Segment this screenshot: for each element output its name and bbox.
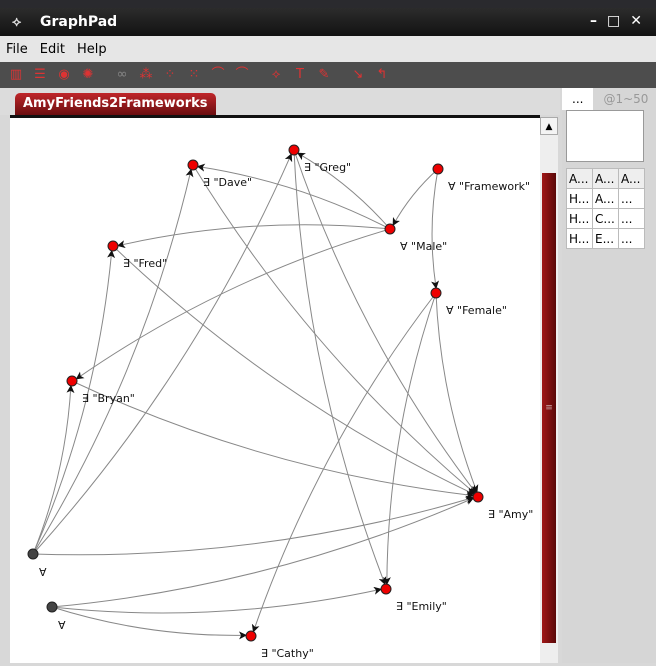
table-header[interactable]: A... [566, 168, 593, 189]
edge-greg-emily[interactable] [293, 149, 387, 586]
node-q2[interactable] [46, 601, 58, 613]
edge-framework-female[interactable] [431, 168, 439, 289]
align-icon[interactable]: ☰ [34, 67, 46, 82]
table-header[interactable]: A... [592, 168, 619, 189]
node-label-q1: ∀ [39, 566, 47, 579]
text-icon[interactable]: T [296, 67, 304, 82]
edge-q1-dave[interactable] [32, 168, 194, 555]
menu-edit[interactable]: Edit [39, 41, 65, 57]
table-cell[interactable]: ... [618, 208, 645, 229]
edge-q1-fred[interactable] [32, 249, 116, 555]
edge-greg-amy[interactable] [293, 149, 477, 494]
node-label-female: ∀ "Female" [446, 304, 507, 317]
menu-help[interactable]: Help [76, 41, 107, 57]
edge-female-amy[interactable] [435, 292, 479, 494]
node-label-fred: ∃ "Fred" [123, 257, 167, 270]
node-framework[interactable] [432, 163, 444, 175]
table-cell[interactable]: C... [592, 208, 619, 229]
tab-amyfriends2frameworks[interactable]: AmyFriends2Frameworks [15, 93, 216, 115]
node-emily[interactable] [380, 583, 392, 595]
right-panel: ... @1~50 A... A... A... H...A......H...… [562, 88, 656, 663]
properties-box [566, 110, 644, 162]
curve-icon[interactable]: ⌒ [211, 67, 225, 82]
table-header[interactable]: A... [618, 168, 645, 189]
node-label-bryan: ∃ "Bryan" [82, 392, 135, 405]
edit-icon[interactable]: ✎ [318, 67, 330, 82]
node-label-framework: ∀ "Framework" [448, 180, 530, 193]
layout-icon[interactable]: ▥ [9, 67, 23, 82]
edge-q1-greg[interactable] [32, 153, 293, 555]
table-row[interactable]: H...C...... [566, 208, 645, 229]
edge-q2-emily[interactable] [51, 586, 382, 614]
scroll-thumb[interactable]: ≡ [542, 173, 556, 643]
node-label-dave: ∃ "Dave" [203, 176, 252, 189]
target-icon[interactable]: ◉ [58, 67, 70, 82]
edge-female-cathy[interactable] [251, 292, 437, 633]
node-female[interactable] [430, 287, 442, 299]
edge-female-emily[interactable] [382, 292, 437, 586]
node-label-amy: ∃ "Amy" [488, 508, 533, 521]
curve2-icon[interactable]: ⌒ [235, 67, 249, 82]
group-icon[interactable]: ⁂ [139, 67, 153, 82]
edge-dave-amy[interactable] [192, 164, 476, 494]
node-dave[interactable] [187, 159, 199, 171]
table-cell[interactable]: A... [592, 188, 619, 209]
node-bryan[interactable] [66, 375, 78, 387]
edge-male-greg[interactable] [296, 152, 391, 230]
link-icon[interactable]: ∞ [116, 67, 128, 82]
edge-male-bryan[interactable] [75, 228, 391, 380]
node-q1[interactable] [27, 548, 39, 560]
tab-row: AmyFriends2Frameworks [0, 88, 560, 115]
right-tab-1[interactable]: ... [562, 88, 594, 110]
attributes-table: A... A... A... H...A......H...C......H..… [566, 168, 645, 249]
node-fred[interactable] [107, 240, 119, 252]
right-tab-2[interactable]: @1~50 [603, 92, 649, 106]
node-label-greg: ∃ "Greg" [304, 161, 351, 174]
edge-framework-male[interactable] [392, 168, 439, 226]
maximize-button[interactable]: □ [607, 13, 621, 29]
table-row[interactable]: H...E...... [566, 228, 645, 249]
node-label-cathy: ∃ "Cathy" [261, 647, 314, 660]
title-bar: ⟡ GraphPad – □ ✕ [0, 8, 656, 36]
node-label-male: ∀ "Male" [400, 240, 447, 253]
edge-q1-amy[interactable] [32, 495, 474, 556]
close-button[interactable]: ✕ [630, 13, 642, 29]
node-cathy[interactable] [245, 630, 257, 642]
toolbar: ▥ ☰ ◉ ✺ ∞ ⁂ ⁘ ⁙ ⌒ ⌒ ⟡ T ✎ ↘ ↰ [0, 62, 656, 88]
node-label-emily: ∃ "Emily" [396, 600, 447, 613]
screen-top-bar [0, 0, 656, 8]
table-row[interactable]: H...A...... [566, 188, 645, 209]
vertical-scrollbar[interactable]: ▲ ≡ [540, 117, 558, 663]
menu-file[interactable]: File [6, 41, 28, 57]
node-icon[interactable]: ⟡ [271, 67, 281, 82]
edge-bryan-amy[interactable] [71, 380, 475, 499]
table-cell[interactable]: E... [592, 228, 619, 249]
edge-q1-bryan[interactable] [32, 384, 75, 555]
node-amy[interactable] [472, 491, 484, 503]
table-cell[interactable]: H... [566, 208, 593, 229]
select-icon[interactable]: ⁙ [188, 67, 200, 82]
edge-icon[interactable]: ↘ [352, 67, 364, 82]
edge-q2-amy[interactable] [51, 497, 475, 608]
node-male[interactable] [384, 223, 396, 235]
menu-bar: File Edit Help [0, 36, 656, 62]
table-cell[interactable]: H... [566, 188, 593, 209]
node-greg[interactable] [288, 144, 300, 156]
graph-canvas[interactable]: ∃ "Dave" ∃ "Greg" ∀ "Framework" ∃ "Fred" ∀ "… [10, 115, 540, 663]
node-label-q2: ∀ [58, 619, 66, 632]
table-cell[interactable]: ... [618, 228, 645, 249]
arrow-icon[interactable]: ↰ [376, 67, 388, 82]
edge-male-fred[interactable] [117, 224, 391, 249]
edge-q2-cathy[interactable] [51, 606, 248, 640]
window-title: GraphPad [40, 14, 118, 30]
scroll-up-button[interactable]: ▲ [540, 117, 558, 135]
table-cell[interactable]: H... [566, 228, 593, 249]
nodes-icon[interactable]: ⁘ [164, 67, 176, 82]
minimize-button[interactable]: – [590, 13, 598, 29]
explode-icon[interactable]: ✺ [82, 67, 94, 82]
app-graph-icon: ⟡ [12, 14, 22, 30]
edge-fred-amy[interactable] [112, 245, 475, 495]
table-cell[interactable]: ... [618, 188, 645, 209]
